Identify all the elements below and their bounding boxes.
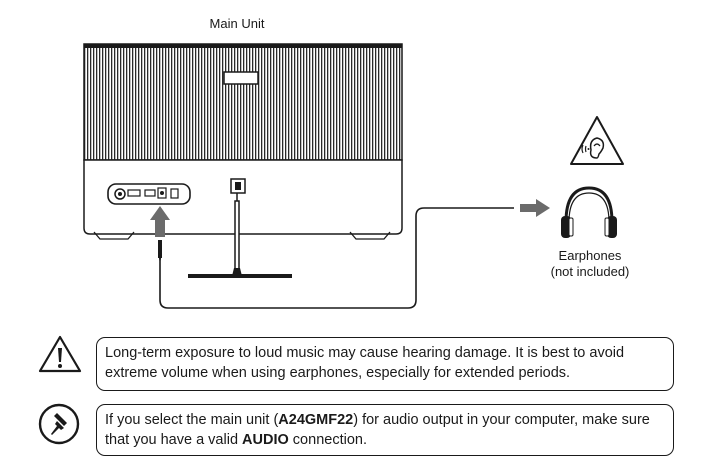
monitor-stand [188,178,292,278]
main-unit-label: Main Unit [209,16,265,31]
monitor-back [83,43,403,240]
audio-output-note: If you select the main unit (A24GMF22) f… [96,404,674,456]
earphones-label-line2: (not included) [550,264,630,279]
pushpin-icon [38,403,80,445]
audio-note-text-3: connection. [288,432,367,448]
connection-diagram [83,43,624,309]
arrow-right-icon [520,199,550,217]
hearing-warning-text: Long-term exposure to loud music may cau… [105,345,625,381]
warning-triangle-icon [38,335,82,373]
headphones-icon [561,186,617,238]
model-number: A24GMF22 [278,412,354,428]
earphones-label-line1: Earphones [558,248,622,263]
earphone-cable [158,207,514,309]
hearing-warning-note: Long-term exposure to loud music may cau… [96,337,674,391]
arrow-up-icon [150,206,170,237]
port-panel [107,183,191,205]
audio-note-text-2: ) for audio output in your computer, mak… [105,412,650,448]
earphones-label: Earphones (not included) [530,248,650,280]
audio-note-text-1: If you select the main unit ( [105,412,279,428]
hearing-warning-icon [570,116,624,165]
audio-keyword: AUDIO [242,432,289,448]
